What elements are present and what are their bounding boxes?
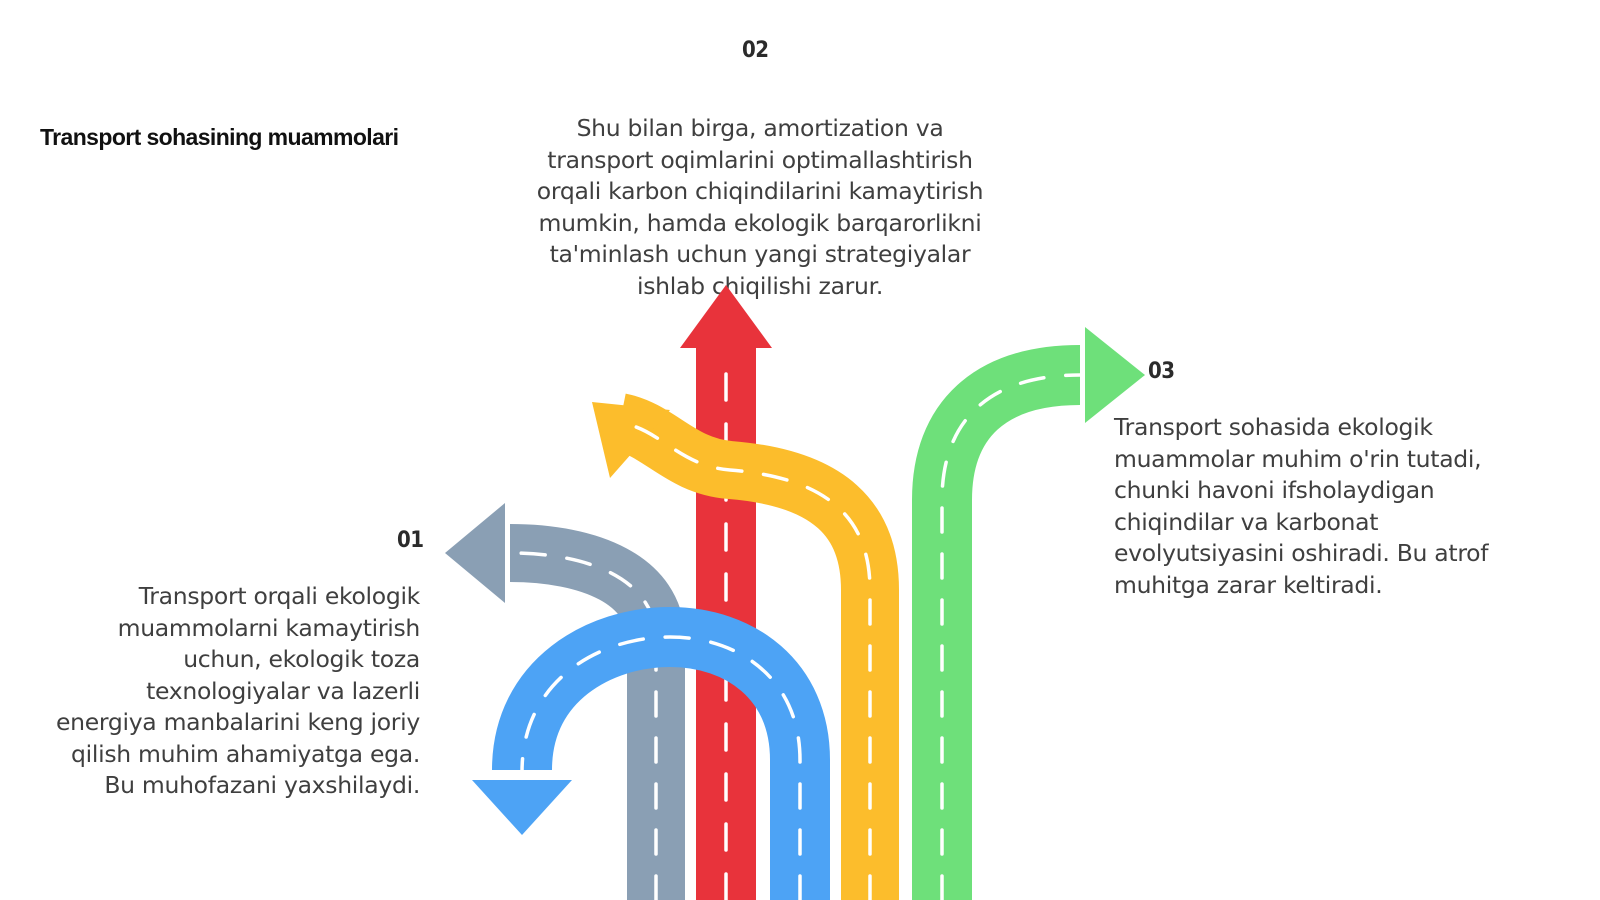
- blue-road-arrow: [472, 606, 830, 900]
- page-title: Transport sohasining muammolari: [40, 124, 399, 150]
- step-number-03: 03: [1148, 359, 1175, 384]
- step-number-01: 01: [397, 528, 424, 553]
- step-description-03: Transport sohasida ekologik muammolar mu…: [1114, 413, 1489, 599]
- green-road-arrow: [912, 327, 1145, 900]
- red-road-arrow: [680, 285, 772, 900]
- step-description-01: Transport orqali ekologik muammolarni ka…: [55, 582, 420, 799]
- yellow-road-arrow: [592, 393, 899, 900]
- step-description-02: Shu bilan birga, amortization va transpo…: [536, 114, 984, 300]
- step-number-02: 02: [742, 38, 769, 63]
